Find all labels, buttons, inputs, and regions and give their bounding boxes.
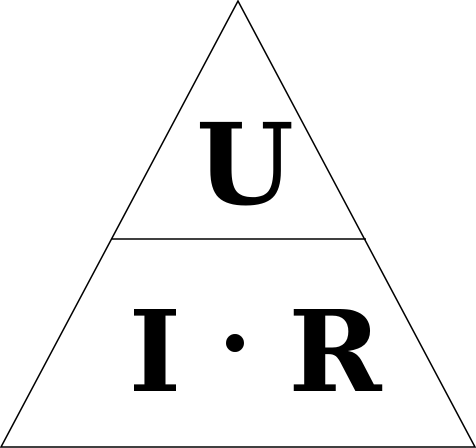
- multiplication-dot: [226, 334, 244, 352]
- current-symbol: I: [129, 287, 181, 418]
- resistance-symbol: R: [288, 287, 382, 418]
- voltage-symbol: U: [196, 100, 294, 231]
